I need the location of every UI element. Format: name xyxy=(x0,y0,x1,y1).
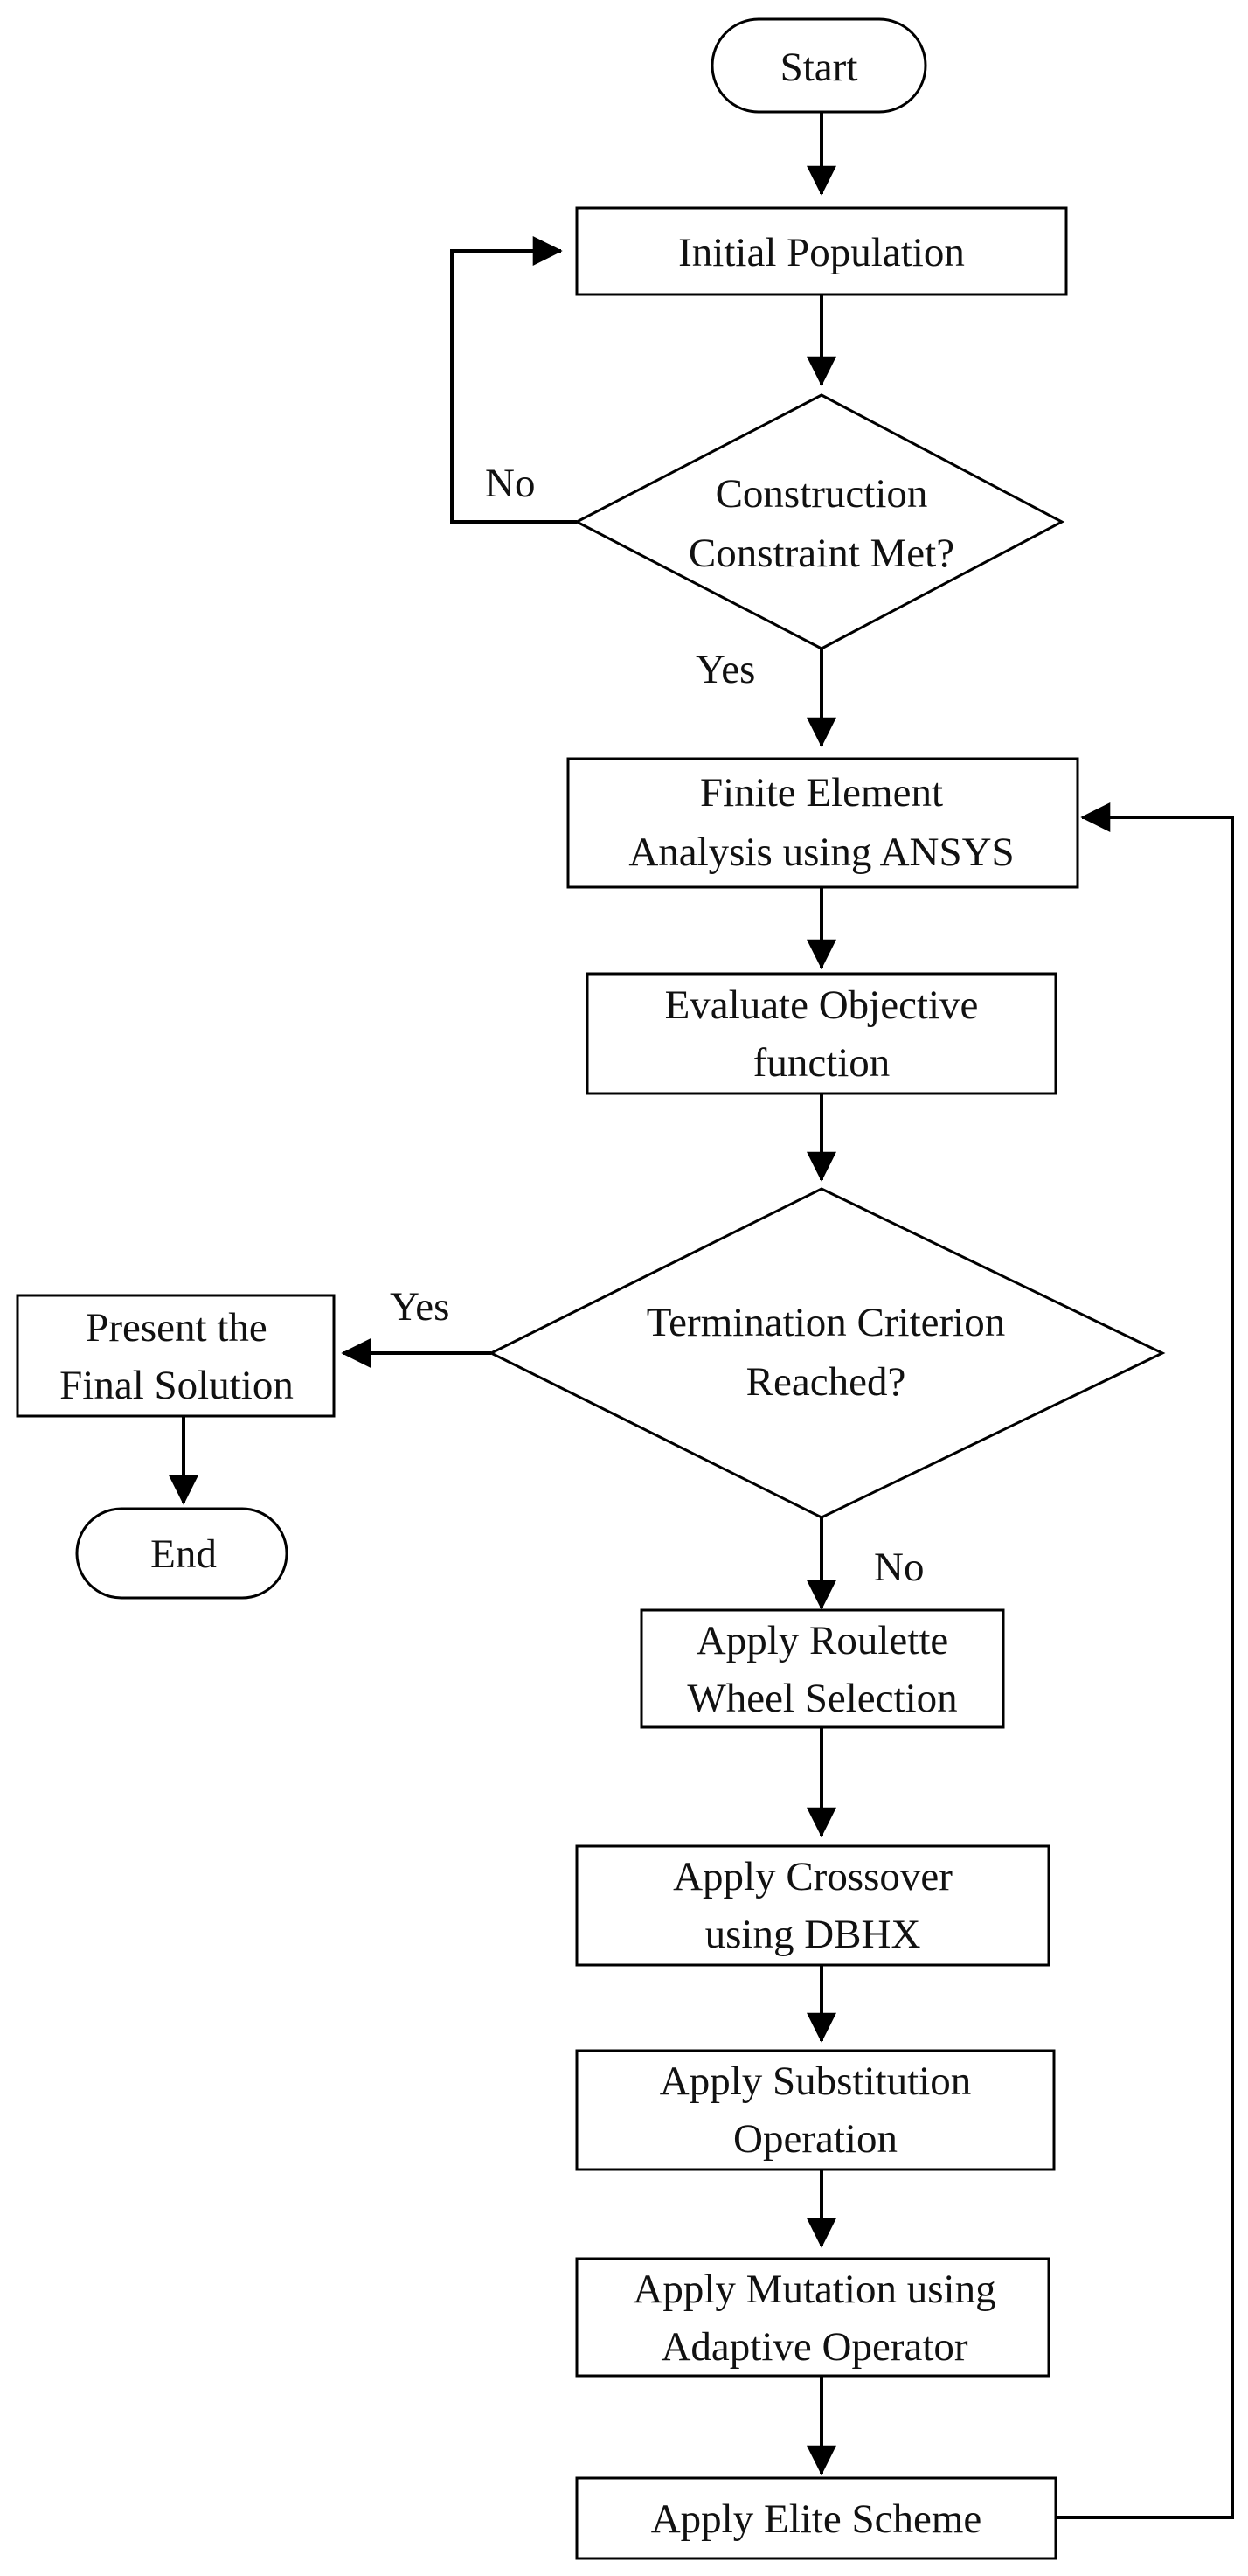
elite-box: Apply Elite Scheme xyxy=(575,2476,1057,2560)
mutation-label-line1: Apply Mutation using xyxy=(633,2267,995,2312)
construction-label-line1: Construction xyxy=(716,471,928,517)
evaluate-label-line1: Evaluate Objective xyxy=(665,982,979,1028)
termination-label-line1: Termination Criterion xyxy=(647,1300,1005,1345)
elite-label: Apply Elite Scheme xyxy=(651,2496,982,2542)
arrow-elite-loop-to-fea xyxy=(1056,802,1234,2519)
fea-box: Finite Element Analysis using ANSYS xyxy=(566,757,1079,889)
edge-label-termination-yes: Yes xyxy=(390,1284,449,1330)
roulette-box: Apply Roulette Wheel Selection xyxy=(640,1608,1005,1729)
construction-decision: Construction Constraint Met? xyxy=(573,393,1065,650)
evaluate-label-line2: function xyxy=(753,1040,891,1086)
start-label: Start xyxy=(780,45,858,90)
edge-label-construction-no: No xyxy=(485,461,535,506)
fea-label-line2: Analysis using ANSYS xyxy=(628,830,1014,875)
crossover-label-line2: using DBHX xyxy=(705,1912,921,1957)
termination-label-line2: Reached? xyxy=(746,1359,906,1405)
end-label: End xyxy=(150,1531,217,1577)
end-terminal: End xyxy=(75,1507,288,1600)
termination-decision: Termination Criterion Reached? xyxy=(488,1187,1166,1519)
present-label-line1: Present the xyxy=(86,1305,267,1350)
construction-label-line2: Constraint Met? xyxy=(689,531,954,576)
edge-label-termination-no: No xyxy=(874,1545,924,1590)
crossover-label-line1: Apply Crossover xyxy=(673,1854,953,1899)
arrow-construction-no-loop xyxy=(450,236,577,524)
roulette-label-line2: Wheel Selection xyxy=(687,1676,957,1721)
present-label-line2: Final Solution xyxy=(59,1363,294,1408)
substitution-label-line2: Operation xyxy=(733,2116,898,2162)
substitution-box: Apply Substitution Operation xyxy=(575,2049,1056,2171)
evaluate-box: Evaluate Objective function xyxy=(586,972,1057,1095)
fea-label-line1: Finite Element xyxy=(700,770,943,816)
start-terminal: Start xyxy=(711,17,927,114)
initial-population-label: Initial Population xyxy=(678,230,965,275)
roulette-label-line1: Apply Roulette xyxy=(697,1618,949,1663)
present-solution-box: Present the Final Solution xyxy=(16,1294,336,1418)
crossover-box: Apply Crossover using DBHX xyxy=(575,1844,1050,1967)
mutation-box: Apply Mutation using Adaptive Operator xyxy=(575,2257,1050,2378)
mutation-label-line2: Adaptive Operator xyxy=(661,2324,967,2370)
initial-population-box: Initial Population xyxy=(575,206,1068,296)
connectors xyxy=(169,112,1234,2519)
substitution-label-line1: Apply Substitution xyxy=(660,2059,971,2104)
edge-label-construction-yes: Yes xyxy=(696,647,755,692)
